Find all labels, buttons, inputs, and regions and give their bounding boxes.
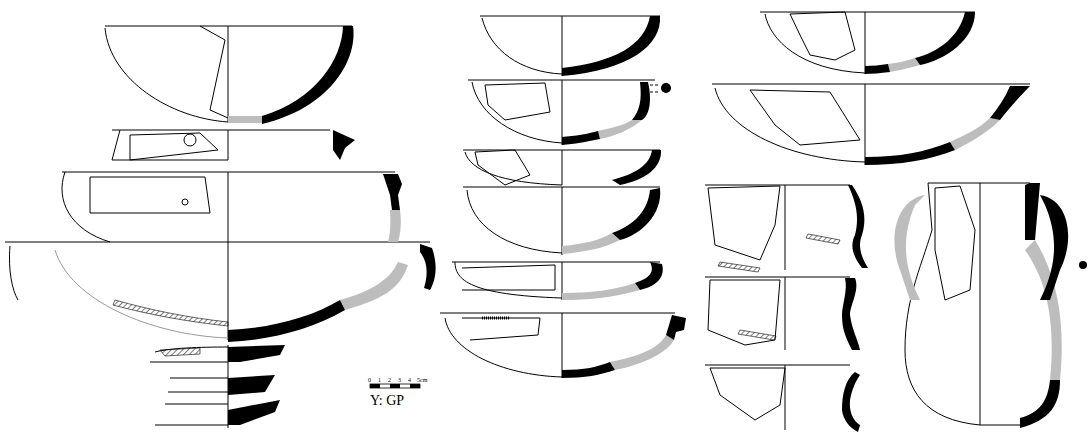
scale-number: 4 xyxy=(408,377,411,383)
scale-number: 2 xyxy=(388,377,391,383)
scale-number: 0 xyxy=(368,377,371,383)
scale-number: 1 xyxy=(378,377,381,383)
scale-unit: 5cm xyxy=(417,377,427,383)
drawer-credit: Y: GP xyxy=(370,394,404,408)
scale-bar xyxy=(370,384,420,388)
scale-number: 3 xyxy=(398,377,401,383)
